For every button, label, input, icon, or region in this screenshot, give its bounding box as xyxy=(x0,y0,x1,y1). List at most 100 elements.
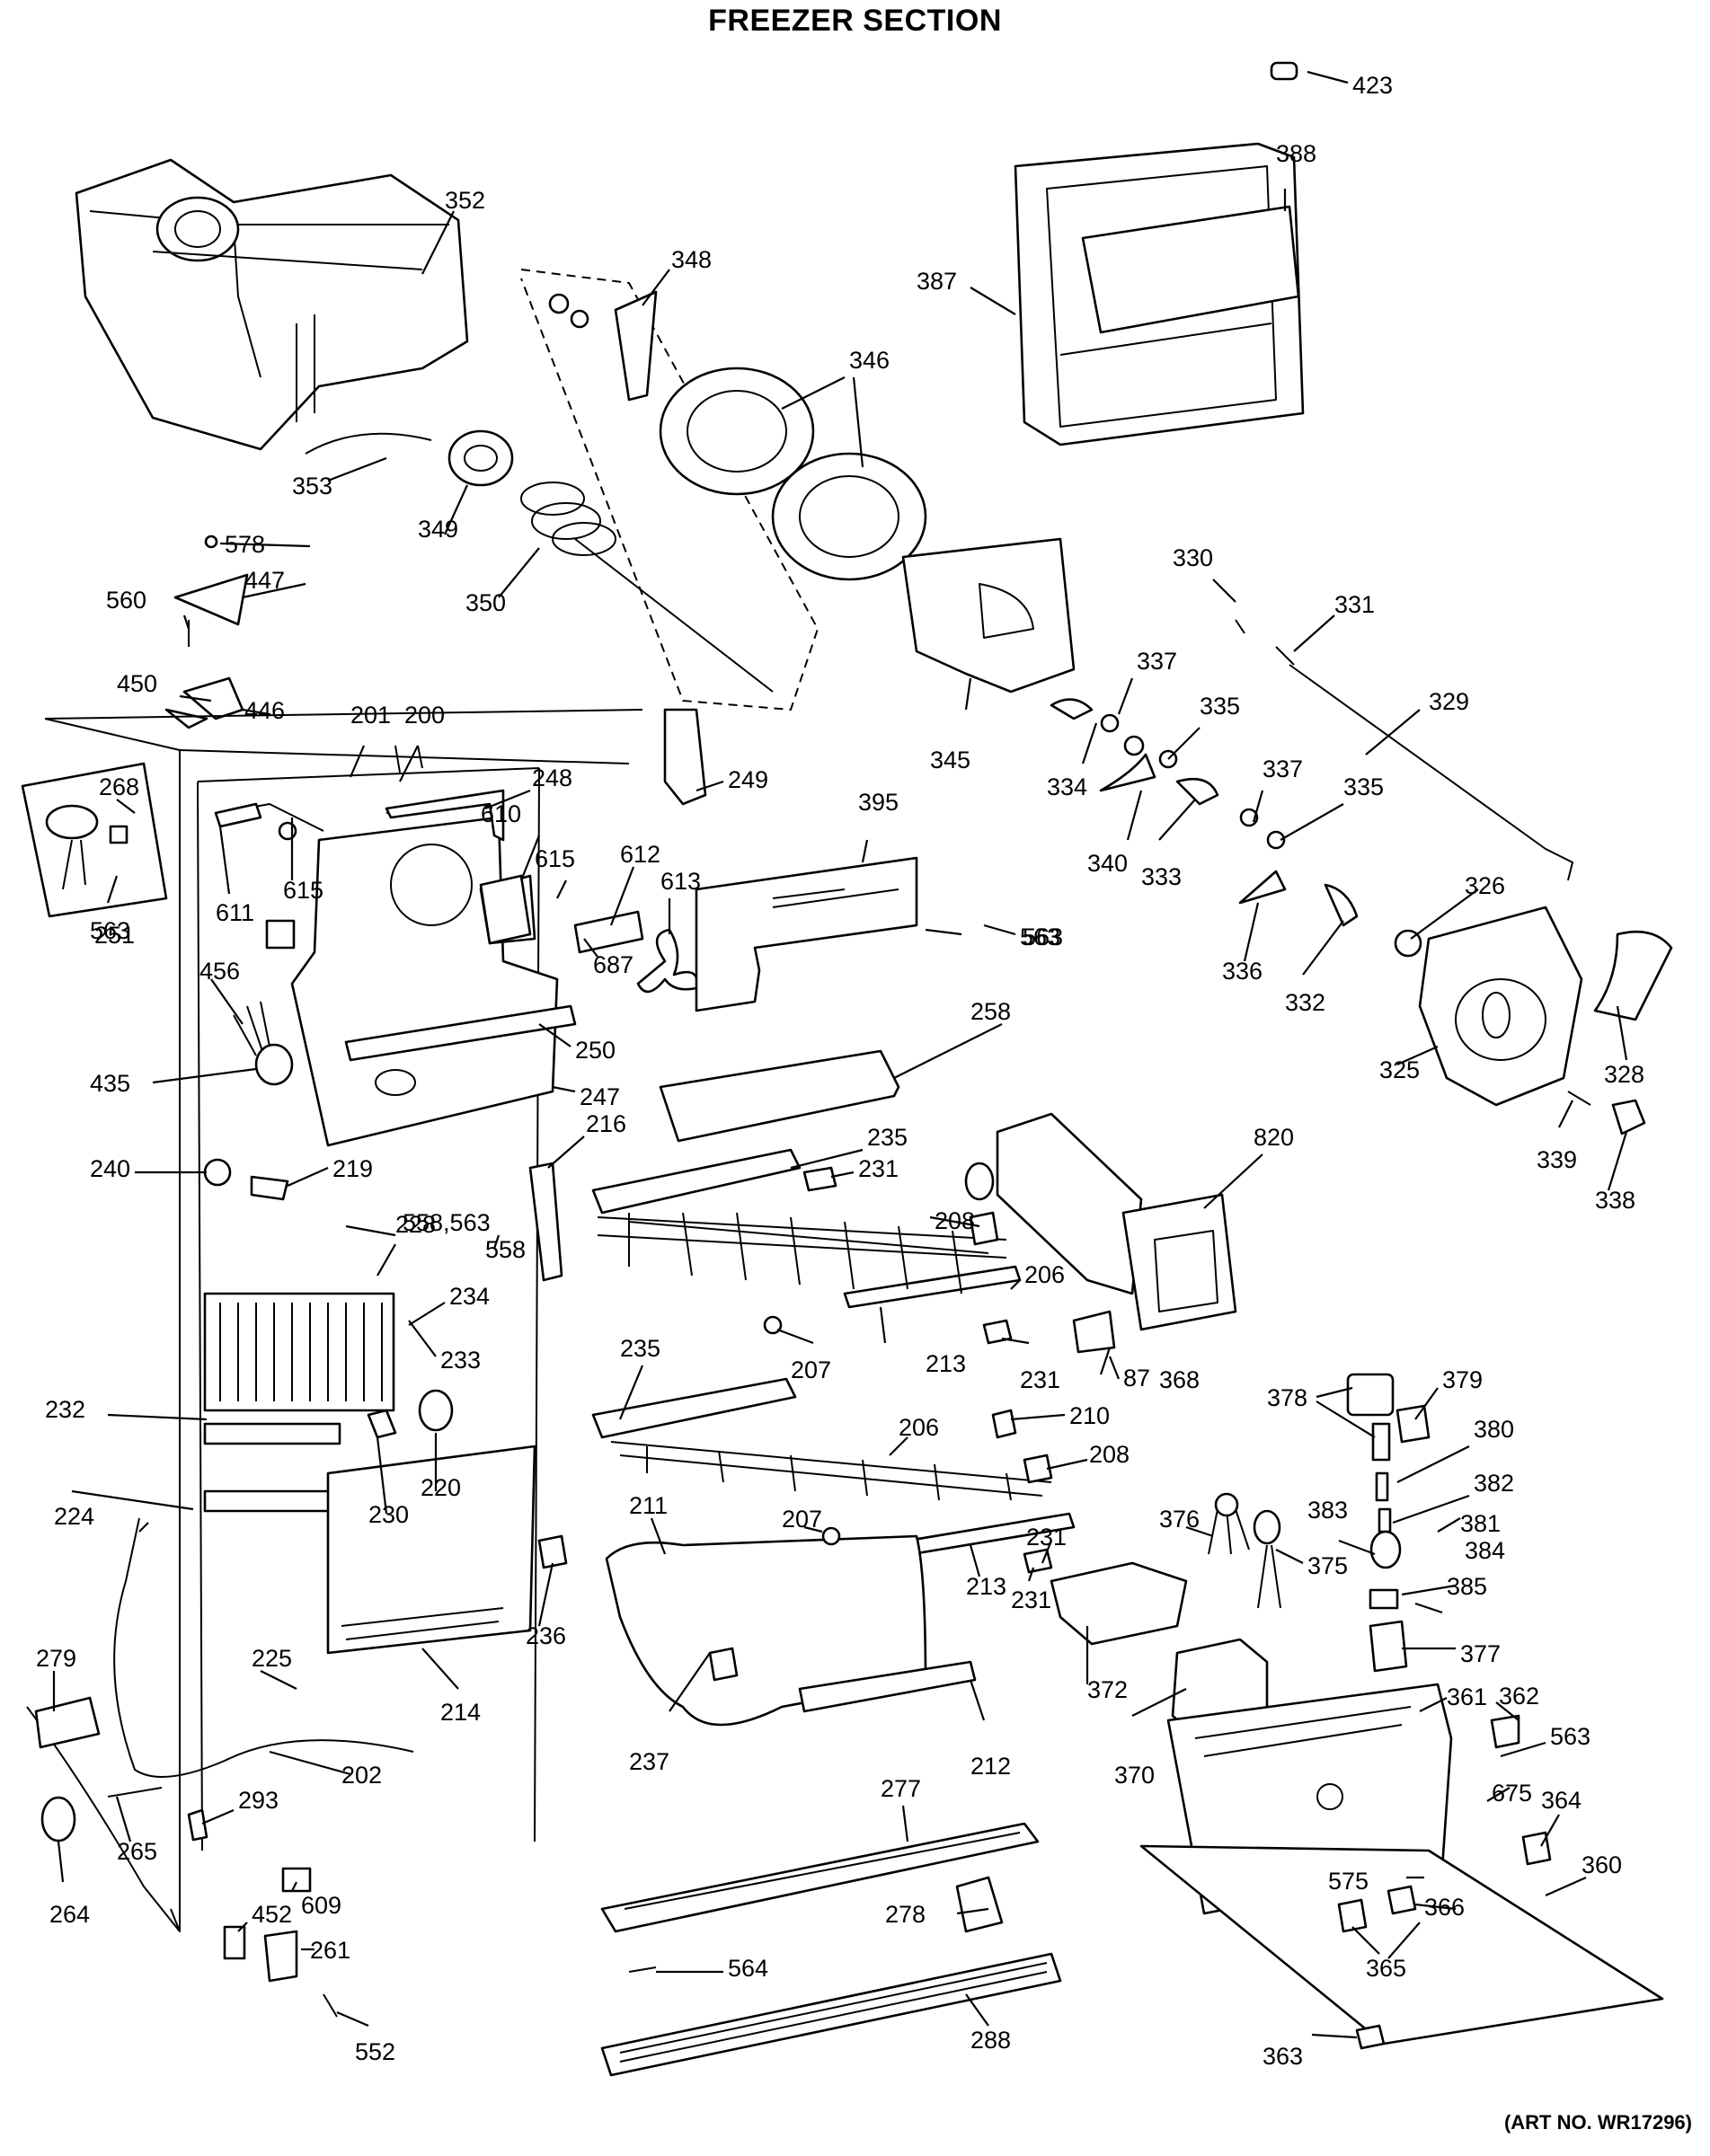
part-258-duct xyxy=(659,1049,900,1143)
callout-label-340: 340 xyxy=(1087,850,1128,877)
callout-label-212: 212 xyxy=(970,1753,1011,1780)
callout-label-452: 452 xyxy=(252,1901,292,1928)
callout-label-361: 361 xyxy=(1447,1683,1487,1710)
callout-label-578: 578 xyxy=(225,531,265,558)
part-360-361-drain-tray xyxy=(1139,1683,1664,2046)
callout-label-206: 206 xyxy=(1024,1261,1065,1288)
part-evaporator xyxy=(203,1292,454,1513)
part-612-bracket xyxy=(573,910,644,954)
callout-label-279: 279 xyxy=(36,1645,76,1672)
part-378-379-solenoid xyxy=(1346,1373,1431,1673)
callout-label-251: 251 xyxy=(94,922,135,949)
callout-label-207: 207 xyxy=(791,1356,831,1383)
callout-label-200: 200 xyxy=(404,702,445,729)
part-shelf-upper xyxy=(591,1148,1022,1309)
part-447-bracket xyxy=(173,573,249,626)
callout-label-383: 383 xyxy=(1307,1497,1348,1524)
part-362 xyxy=(1490,1714,1520,1749)
callout-label-563: 563 xyxy=(1020,923,1060,950)
callout-label-563: 563 xyxy=(1023,923,1063,950)
callout-label-335: 335 xyxy=(1200,693,1240,720)
part-365 xyxy=(1337,1898,1368,1933)
callout-label-334: 334 xyxy=(1047,773,1087,800)
art-number: (ART NO. WR17296) xyxy=(1503,2111,1692,2134)
part-376 xyxy=(1208,1508,1250,1555)
part-395-cover xyxy=(695,856,918,1012)
callout-label-87: 87 xyxy=(1123,1365,1150,1392)
callout-label-380: 380 xyxy=(1474,1416,1514,1443)
part-368 xyxy=(1072,1310,1116,1354)
callout-label-326: 326 xyxy=(1465,872,1505,899)
callout-label-268: 268 xyxy=(99,773,139,800)
callout-label-378: 378 xyxy=(1267,1384,1307,1411)
callout-label-615: 615 xyxy=(283,877,323,904)
callout-label-379: 379 xyxy=(1442,1366,1483,1393)
callout-label-213: 213 xyxy=(966,1573,1006,1600)
callout-label-368: 368 xyxy=(1159,1366,1200,1393)
callout-label-228: 228 xyxy=(395,1211,436,1238)
part-456-wires xyxy=(233,1001,270,1056)
callout-label-360: 360 xyxy=(1582,1851,1622,1878)
callout-label-293: 293 xyxy=(238,1787,279,1814)
part-423 xyxy=(1270,61,1298,81)
callout-label-211: 211 xyxy=(629,1492,668,1519)
part-224-225-tube xyxy=(113,1517,414,1778)
part-328 xyxy=(1593,930,1673,1021)
part-610 xyxy=(479,874,532,945)
part-339 xyxy=(1567,1091,1591,1106)
callout-label-210: 210 xyxy=(1069,1402,1110,1429)
callout-label-377: 377 xyxy=(1460,1640,1501,1667)
part-clips xyxy=(708,1166,1053,1682)
callout-label-240: 240 xyxy=(90,1155,130,1182)
leader-lines xyxy=(52,70,1628,2039)
part-452 xyxy=(223,1925,246,1960)
part-shelf-lower xyxy=(591,1377,1076,1556)
part-387-388-dispenser xyxy=(1014,142,1305,446)
callout-label-288: 288 xyxy=(970,2027,1011,2054)
callout-label-278: 278 xyxy=(885,1901,926,1928)
callout-label-364: 364 xyxy=(1541,1787,1582,1814)
callout-label-609: 609 xyxy=(301,1892,341,1919)
callout-label-362: 362 xyxy=(1499,1683,1539,1710)
callout-label-331: 331 xyxy=(1334,591,1375,618)
callout-label-552: 552 xyxy=(355,2038,395,2065)
callout-label-387: 387 xyxy=(917,268,957,295)
part-auger-assembly xyxy=(447,269,927,711)
callout-label-258: 258 xyxy=(970,998,1011,1025)
callout-label-349: 349 xyxy=(418,516,458,543)
part-375 xyxy=(1253,1509,1281,1545)
callout-label-395: 395 xyxy=(858,789,899,816)
callout-label-202: 202 xyxy=(341,1762,382,1789)
callout-label-264: 264 xyxy=(49,1901,90,1928)
callout-label-261: 261 xyxy=(310,1937,350,1964)
callout-label-232: 232 xyxy=(45,1396,85,1423)
part-363 xyxy=(1355,2024,1386,2050)
callout-label-335: 335 xyxy=(1343,773,1384,800)
callout-label-231: 231 xyxy=(1026,1524,1067,1551)
callout-label-337: 337 xyxy=(1137,648,1177,675)
callout-label-575: 575 xyxy=(1328,1868,1369,1895)
callout-label-563: 563 xyxy=(1550,1723,1590,1750)
part-219 xyxy=(250,1175,289,1201)
part-216 xyxy=(528,1162,563,1282)
part-279 xyxy=(34,1696,101,1749)
part-820-icemaker xyxy=(964,1112,1237,1331)
callout-label-337: 337 xyxy=(1263,755,1303,782)
part-278 xyxy=(955,1876,1004,1933)
callout-label-423: 423 xyxy=(1352,72,1393,99)
callout-label-234: 234 xyxy=(449,1283,490,1310)
callout-label-330: 330 xyxy=(1173,544,1213,571)
callout-label-235: 235 xyxy=(620,1335,660,1362)
callout-label-560: 560 xyxy=(106,587,146,614)
part-264 xyxy=(40,1796,76,1842)
callout-label-384: 384 xyxy=(1465,1537,1505,1564)
callout-label-325: 325 xyxy=(1379,1056,1420,1083)
part-552 xyxy=(323,1993,338,2018)
callout-label-375: 375 xyxy=(1307,1552,1348,1579)
part-353-wire xyxy=(305,432,432,455)
callout-label-231: 231 xyxy=(1020,1366,1060,1393)
callout-label-348: 348 xyxy=(671,246,712,273)
callout-label-233: 233 xyxy=(440,1347,481,1374)
callout-label-611: 611 xyxy=(216,899,254,926)
